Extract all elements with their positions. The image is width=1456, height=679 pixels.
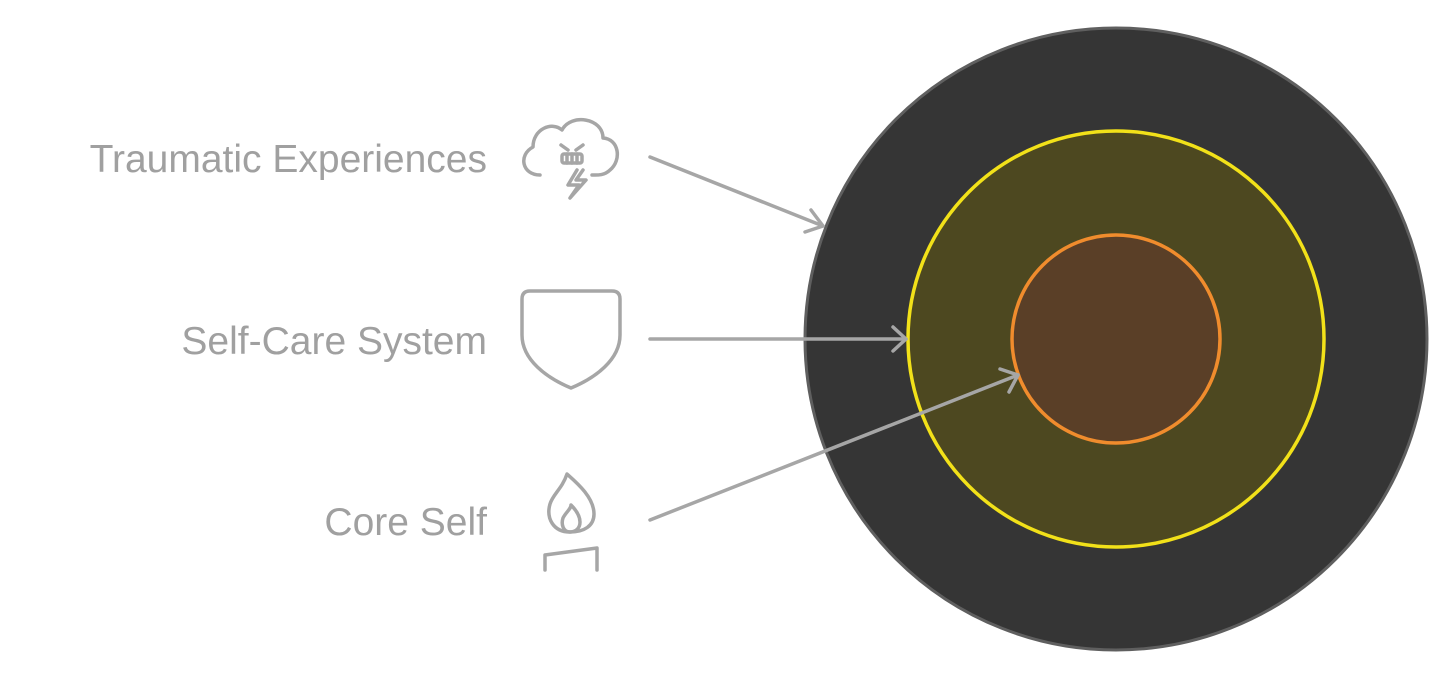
item-label: Core Self bbox=[324, 501, 487, 544]
arrow-head bbox=[891, 325, 908, 353]
arrow-head bbox=[998, 367, 1020, 394]
arrow-to-outer-ring bbox=[648, 155, 825, 228]
shield-icon bbox=[520, 289, 622, 390]
inner-circle bbox=[1010, 233, 1222, 445]
arrow-head bbox=[803, 208, 825, 234]
item-label: Self-Care System bbox=[181, 320, 487, 363]
item-traumatic-experiences: Traumatic Experiences bbox=[90, 118, 825, 234]
item-label: Traumatic Experiences bbox=[90, 138, 487, 181]
storm-cloud-icon bbox=[522, 118, 620, 200]
item-self-care-system: Self-Care System bbox=[181, 289, 908, 390]
concentric-rings bbox=[803, 26, 1429, 652]
flame-icon bbox=[543, 472, 599, 572]
item-core-self: Core Self bbox=[324, 367, 1020, 572]
arrow-to-inner-circle bbox=[648, 373, 1020, 522]
